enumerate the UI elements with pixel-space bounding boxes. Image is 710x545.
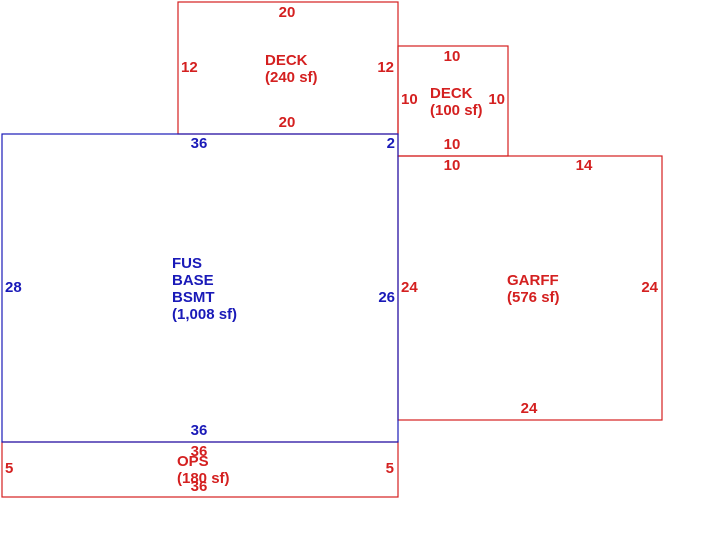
ops-left-dimension: 5 xyxy=(5,460,13,477)
basement-top-right-dimension: 2 xyxy=(387,135,395,152)
basement-top-dimension: 36 xyxy=(191,135,208,152)
deck-100-right-dimension: 10 xyxy=(488,91,505,108)
basement-label-line2: BASE xyxy=(172,272,214,289)
basement-right-dimension: 26 xyxy=(378,289,395,306)
deck-240-left-dimension: 12 xyxy=(181,59,198,76)
deck-100-bottom-dimension: 10 xyxy=(444,136,461,153)
basement-left-dimension: 28 xyxy=(5,279,22,296)
ops-bottom-dimension: 36 xyxy=(191,478,208,495)
garage-bottom-dimension: 24 xyxy=(521,400,538,417)
deck-240-right-dimension: 12 xyxy=(377,59,394,76)
basement-outline xyxy=(1,133,399,443)
deck-240-top-dimension: 20 xyxy=(279,4,296,21)
garage-left-dimension: 24 xyxy=(401,279,418,296)
basement-label-line3: BSMT xyxy=(172,289,215,306)
deck-100-top-dimension: 10 xyxy=(444,48,461,65)
deck-100-label: DECK xyxy=(430,85,473,102)
deck-240-bottom-dimension: 20 xyxy=(279,114,296,131)
garage-top-left-dimension: 10 xyxy=(444,157,461,174)
ops-label: OPS xyxy=(177,453,209,470)
garage-top-right-dimension: 14 xyxy=(576,157,593,174)
deck-240-label: DECK xyxy=(265,52,308,69)
garage-label: GARFF xyxy=(507,272,559,289)
garage-right-dimension: 24 xyxy=(641,279,658,296)
basement-label-line1: FUS xyxy=(172,255,202,272)
garage-area: (576 sf) xyxy=(507,289,560,306)
deck-100-area: (100 sf) xyxy=(430,102,483,119)
deck-240-area: (240 sf) xyxy=(265,69,318,86)
ops-right-dimension: 5 xyxy=(386,460,394,477)
ops-area: (180 sf) xyxy=(177,470,230,487)
deck-100-left-dimension: 10 xyxy=(401,91,418,108)
ops-top-dimension: 36 xyxy=(191,443,208,460)
basement-area: (1,008 sf) xyxy=(172,306,237,323)
basement-bottom-dimension: 36 xyxy=(191,422,208,439)
